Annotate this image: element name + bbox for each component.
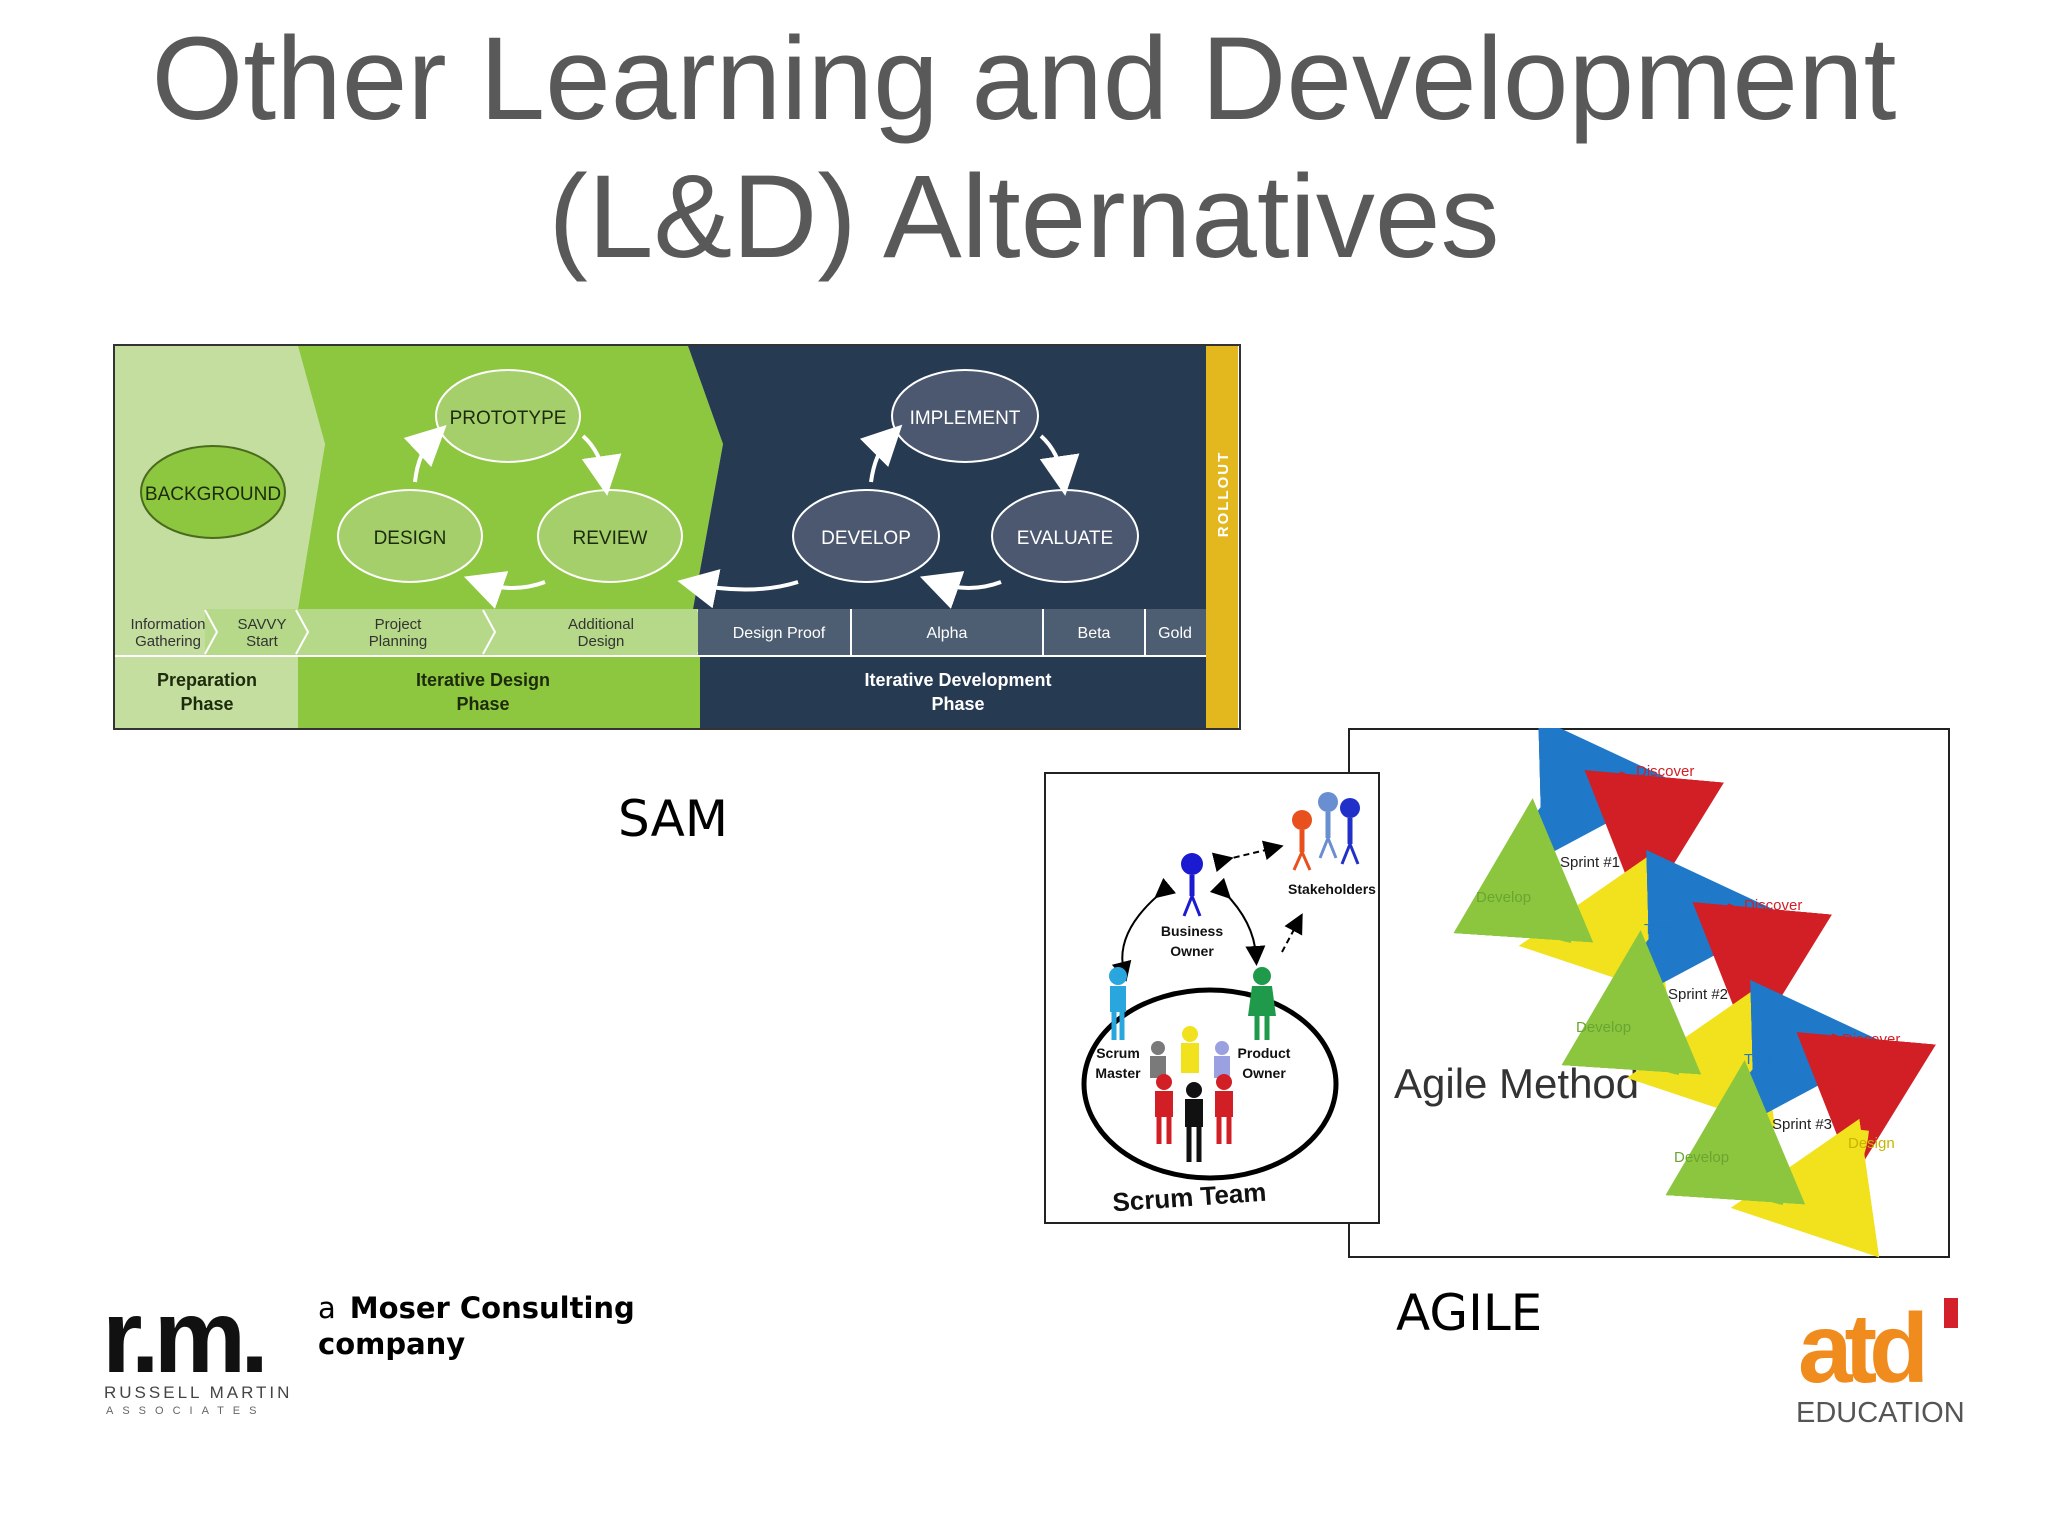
svg-text:atd: atd — [1798, 1293, 1923, 1403]
sprint-discover: Discover — [1842, 1031, 1900, 1048]
scrum-team-circle — [1081, 987, 1339, 1181]
dev-step-label: Alpha — [927, 625, 968, 642]
business-owner-icon — [1181, 853, 1203, 917]
step-label: Project — [375, 616, 423, 633]
svg-text:EDUCATION: EDUCATION — [1796, 1397, 1965, 1429]
sprint-name: Sprint #3 — [1772, 1116, 1832, 1133]
sprint-test: Test — [1644, 921, 1672, 938]
scrum-master-label: Master — [1095, 1065, 1141, 1081]
step-label: Design — [578, 633, 625, 650]
design-cycle-arrows — [403, 425, 799, 609]
implement-label: IMPLEMENT — [910, 408, 1021, 429]
phase-label: Phase — [931, 694, 984, 714]
background-label: BACKGROUND — [145, 484, 281, 505]
atd-education-logo: atd EDUCATION — [1796, 1293, 1965, 1429]
slide-title: Other Learning and Development (L&D) Alt… — [0, 10, 2048, 286]
svg-text:RUSSELL MARTIN: RUSSELL MARTIN — [104, 1383, 292, 1402]
product-owner-icon — [1248, 967, 1276, 1040]
implement-bubble — [891, 369, 1039, 463]
evaluate-label: EVALUATE — [1017, 528, 1113, 549]
review-label: REVIEW — [573, 528, 648, 549]
sprint-design: Design — [1652, 877, 1699, 894]
sprint-discover: Discover — [1744, 897, 1802, 914]
phase-label: Phase — [180, 694, 233, 714]
phase-label: Preparation — [157, 670, 257, 690]
step-label: Gathering — [135, 633, 201, 650]
business-owner-label: Owner — [1170, 943, 1214, 959]
design-label: DESIGN — [374, 528, 447, 549]
sam-caption: SAM — [618, 790, 729, 848]
svg-text:ASSOCIATES: ASSOCIATES — [106, 1405, 265, 1417]
design-bubble — [337, 489, 483, 583]
sam-diagram: BACKGROUND PROTOTYPE DESIGN REVIEW IMPLE… — [113, 344, 1241, 730]
step-label: SAVVY — [238, 616, 287, 633]
prototype-bubble — [435, 369, 581, 463]
title-line-2: (L&D) Alternatives — [548, 151, 1500, 283]
russell-martin-logo: r.m. RUSSELL MARTIN ASSOCIATES — [102, 1290, 292, 1417]
rollout-label: ROLLOUT — [1215, 451, 1232, 538]
svg-text:r.m.: r.m. — [102, 1290, 263, 1395]
team-members-icon — [1150, 1026, 1233, 1162]
dev-step-label: Gold — [1158, 625, 1192, 642]
sprint-test: Test — [1744, 1051, 1772, 1068]
prototype-label: PROTOTYPE — [450, 408, 567, 429]
scrum-team-diagram: Stakeholders Business Owner Scrum Master… — [1044, 772, 1380, 1224]
phase-label: Phase — [456, 694, 509, 714]
product-owner-label: Owner — [1242, 1065, 1286, 1081]
develop-bubble — [792, 489, 940, 583]
sprint-cycle: Sprint #3 Discover Test Develop Design — [1665, 979, 1936, 1258]
sprint-discover: Discover — [1636, 763, 1694, 780]
step-label: Information — [130, 616, 205, 633]
dev-cycle-arrows — [859, 424, 1080, 609]
agile-method-label: Agile Method — [1394, 1060, 1639, 1107]
step-label: Planning — [369, 633, 427, 650]
stakeholders-label: Stakeholders — [1288, 881, 1376, 897]
title-line-1: Other Learning and Development — [151, 13, 1897, 145]
dev-step-label: Design Proof — [733, 625, 826, 642]
step-label: Start — [246, 633, 279, 650]
scrum-master-label: Scrum — [1096, 1045, 1140, 1061]
sprint-develop: Develop — [1674, 1149, 1729, 1166]
sprint-develop: Develop — [1576, 1019, 1631, 1036]
business-owner-label: Business — [1161, 923, 1223, 939]
product-owner-label: Product — [1238, 1045, 1291, 1061]
develop-label: DEVELOP — [821, 528, 911, 549]
sprint-name: Sprint #1 — [1560, 854, 1620, 871]
stakeholders-icon — [1292, 792, 1360, 871]
sprint-design: Design — [1752, 1007, 1799, 1024]
sprint-develop: Develop — [1476, 889, 1531, 906]
agile-sprint-diagram: Agile Method Sprint #1 Discover Test Dev… — [1348, 728, 1950, 1258]
sprint-test: Test — [1543, 789, 1571, 806]
dev-step-label: Beta — [1078, 625, 1111, 642]
scrum-master-icon — [1109, 967, 1127, 1040]
background-bubble — [140, 445, 286, 539]
step-label: Additional — [568, 616, 634, 633]
sprint-design: Design — [1848, 1135, 1895, 1152]
agile-caption: AGILE — [1396, 1284, 1543, 1342]
phase-label: Iterative Design — [416, 670, 550, 690]
phase-label: Iterative Development — [864, 670, 1051, 690]
sprint-name: Sprint #2 — [1668, 986, 1728, 1003]
